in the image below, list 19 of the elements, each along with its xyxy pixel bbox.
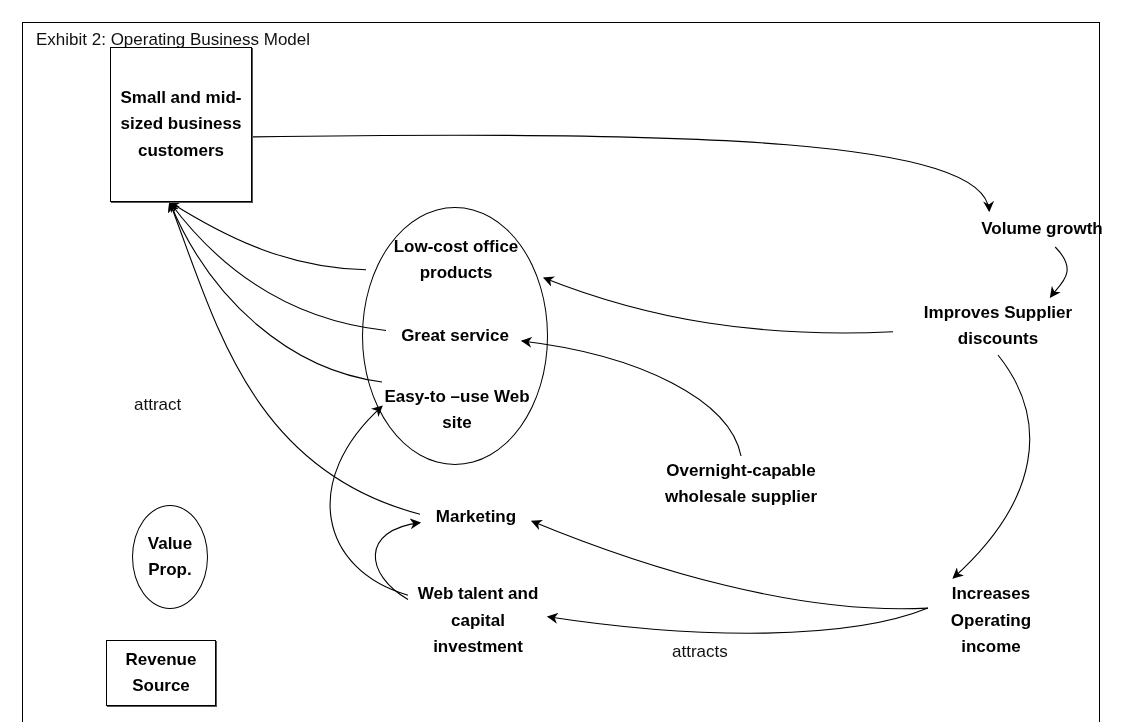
node-label: Improves Supplier discounts <box>893 297 1103 355</box>
node-label: Overnight-capable wholesale supplier <box>628 456 854 512</box>
node-label: Great service <box>387 321 523 351</box>
process-box: Small and mid-sized business customers <box>110 47 252 202</box>
node-label: Marketing <box>420 503 532 531</box>
arrow <box>329 405 409 596</box>
node-label: Web talent and capital investment <box>408 578 548 664</box>
title: Exhibit 2: Operating Business Model <box>36 30 311 50</box>
arrow <box>546 607 929 634</box>
node-label: Low-cost office products <box>367 233 545 287</box>
arrow <box>542 276 894 334</box>
process-box: Revenue Source <box>106 640 216 706</box>
node-label: Easy-to –use Web site <box>383 383 531 437</box>
arrow <box>1049 246 1068 298</box>
node-label: Increases Operating income <box>928 578 1054 664</box>
arrow <box>520 336 742 457</box>
arrow <box>374 519 422 601</box>
arrow <box>251 134 991 212</box>
arrow <box>952 354 1031 579</box>
